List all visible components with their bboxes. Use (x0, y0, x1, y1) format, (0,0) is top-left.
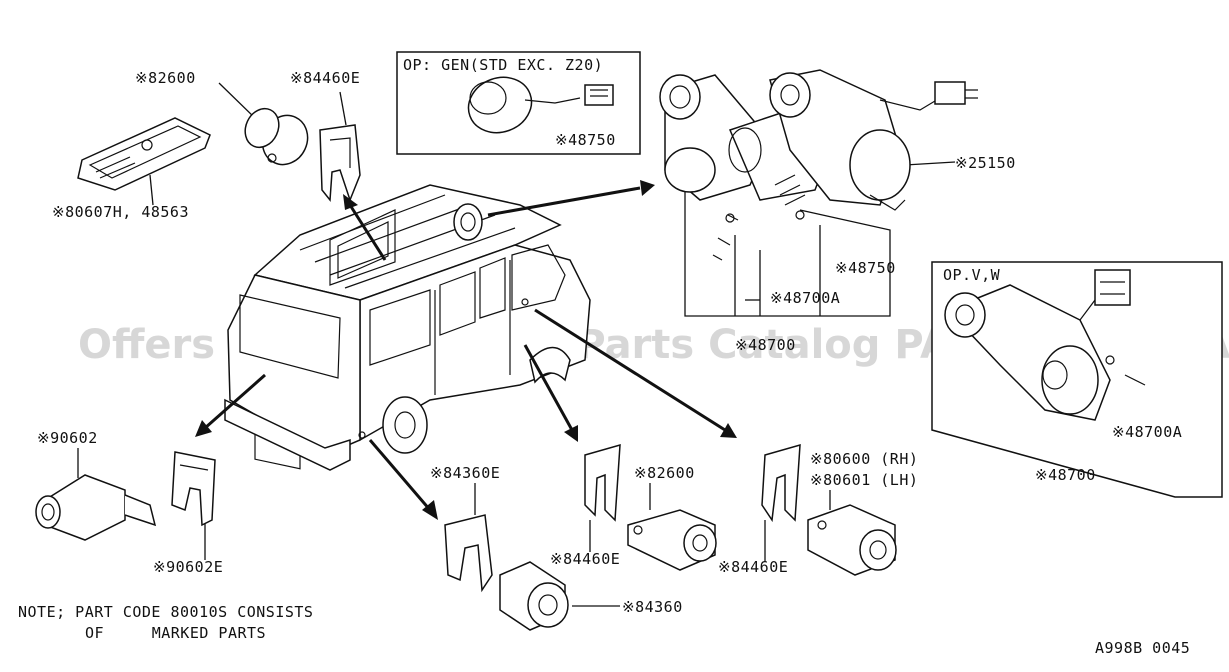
van-illustration (224, 184, 591, 471)
label-48700a-mid: ※48700A (770, 289, 840, 307)
label-25150: ※25150 (955, 154, 1016, 172)
label-48750-right: ※48750 (835, 259, 896, 277)
note-line-2: OF MARKED PARTS (85, 624, 266, 642)
note-line-1: NOTE; PART CODE 80010S CONSISTS (18, 603, 313, 621)
label-80607h-48563: ※80607H, 48563 (52, 203, 189, 221)
part-80600-door-cylinder (807, 504, 897, 576)
part-25150-steering-lock (769, 69, 978, 211)
part-84460e-top-clip (319, 124, 361, 203)
part-84360-cylinder (499, 561, 569, 631)
label-op-gen: OP: GEN(STD EXC. Z20) (403, 56, 603, 74)
label-48750-box: ※48750 (555, 131, 616, 149)
label-84360: ※84360 (622, 598, 683, 616)
part-84360e-clip (444, 514, 493, 593)
label-82600-top: ※82600 (135, 69, 196, 87)
label-84460e-mid: ※84460E (550, 550, 620, 568)
label-84460e-right: ※84460E (718, 558, 788, 576)
label-48700-mid: ※48700 (735, 336, 796, 354)
part-key-fob (77, 117, 211, 191)
part-82600-top-cylinder (244, 107, 309, 166)
op-gen-box (396, 51, 641, 155)
op-vw-inset (931, 261, 1223, 498)
label-48700a-right: ※48700A (1112, 423, 1182, 441)
label-90602e: ※90602E (153, 558, 223, 576)
label-48700-right: ※48700 (1035, 466, 1096, 484)
part-82600-bottom-cylinder (627, 509, 717, 571)
label-op-vw: OP.V,W (943, 266, 1001, 284)
label-80601-lh: ※80601 (LH) (810, 471, 918, 489)
label-84360e: ※84360E (430, 464, 500, 482)
part-labels: ※82600 ※84460E ※80607H, 48563 OP: GEN(ST… (37, 56, 1182, 616)
label-80600-rh: ※80600 (RH) (810, 450, 918, 468)
diagram-code: A998B 0045 (1095, 639, 1190, 657)
label-84460e-top: ※84460E (290, 69, 360, 87)
part-84460e-right-clip (761, 443, 801, 523)
part-90602e-clip (171, 451, 216, 527)
label-90602: ※90602 (37, 429, 98, 447)
part-90602-rear-cylinder (35, 474, 157, 541)
label-82600-bottom: ※82600 (634, 464, 695, 482)
part-84460e-mid-clip (584, 443, 621, 522)
pointer-arrows (195, 180, 737, 520)
